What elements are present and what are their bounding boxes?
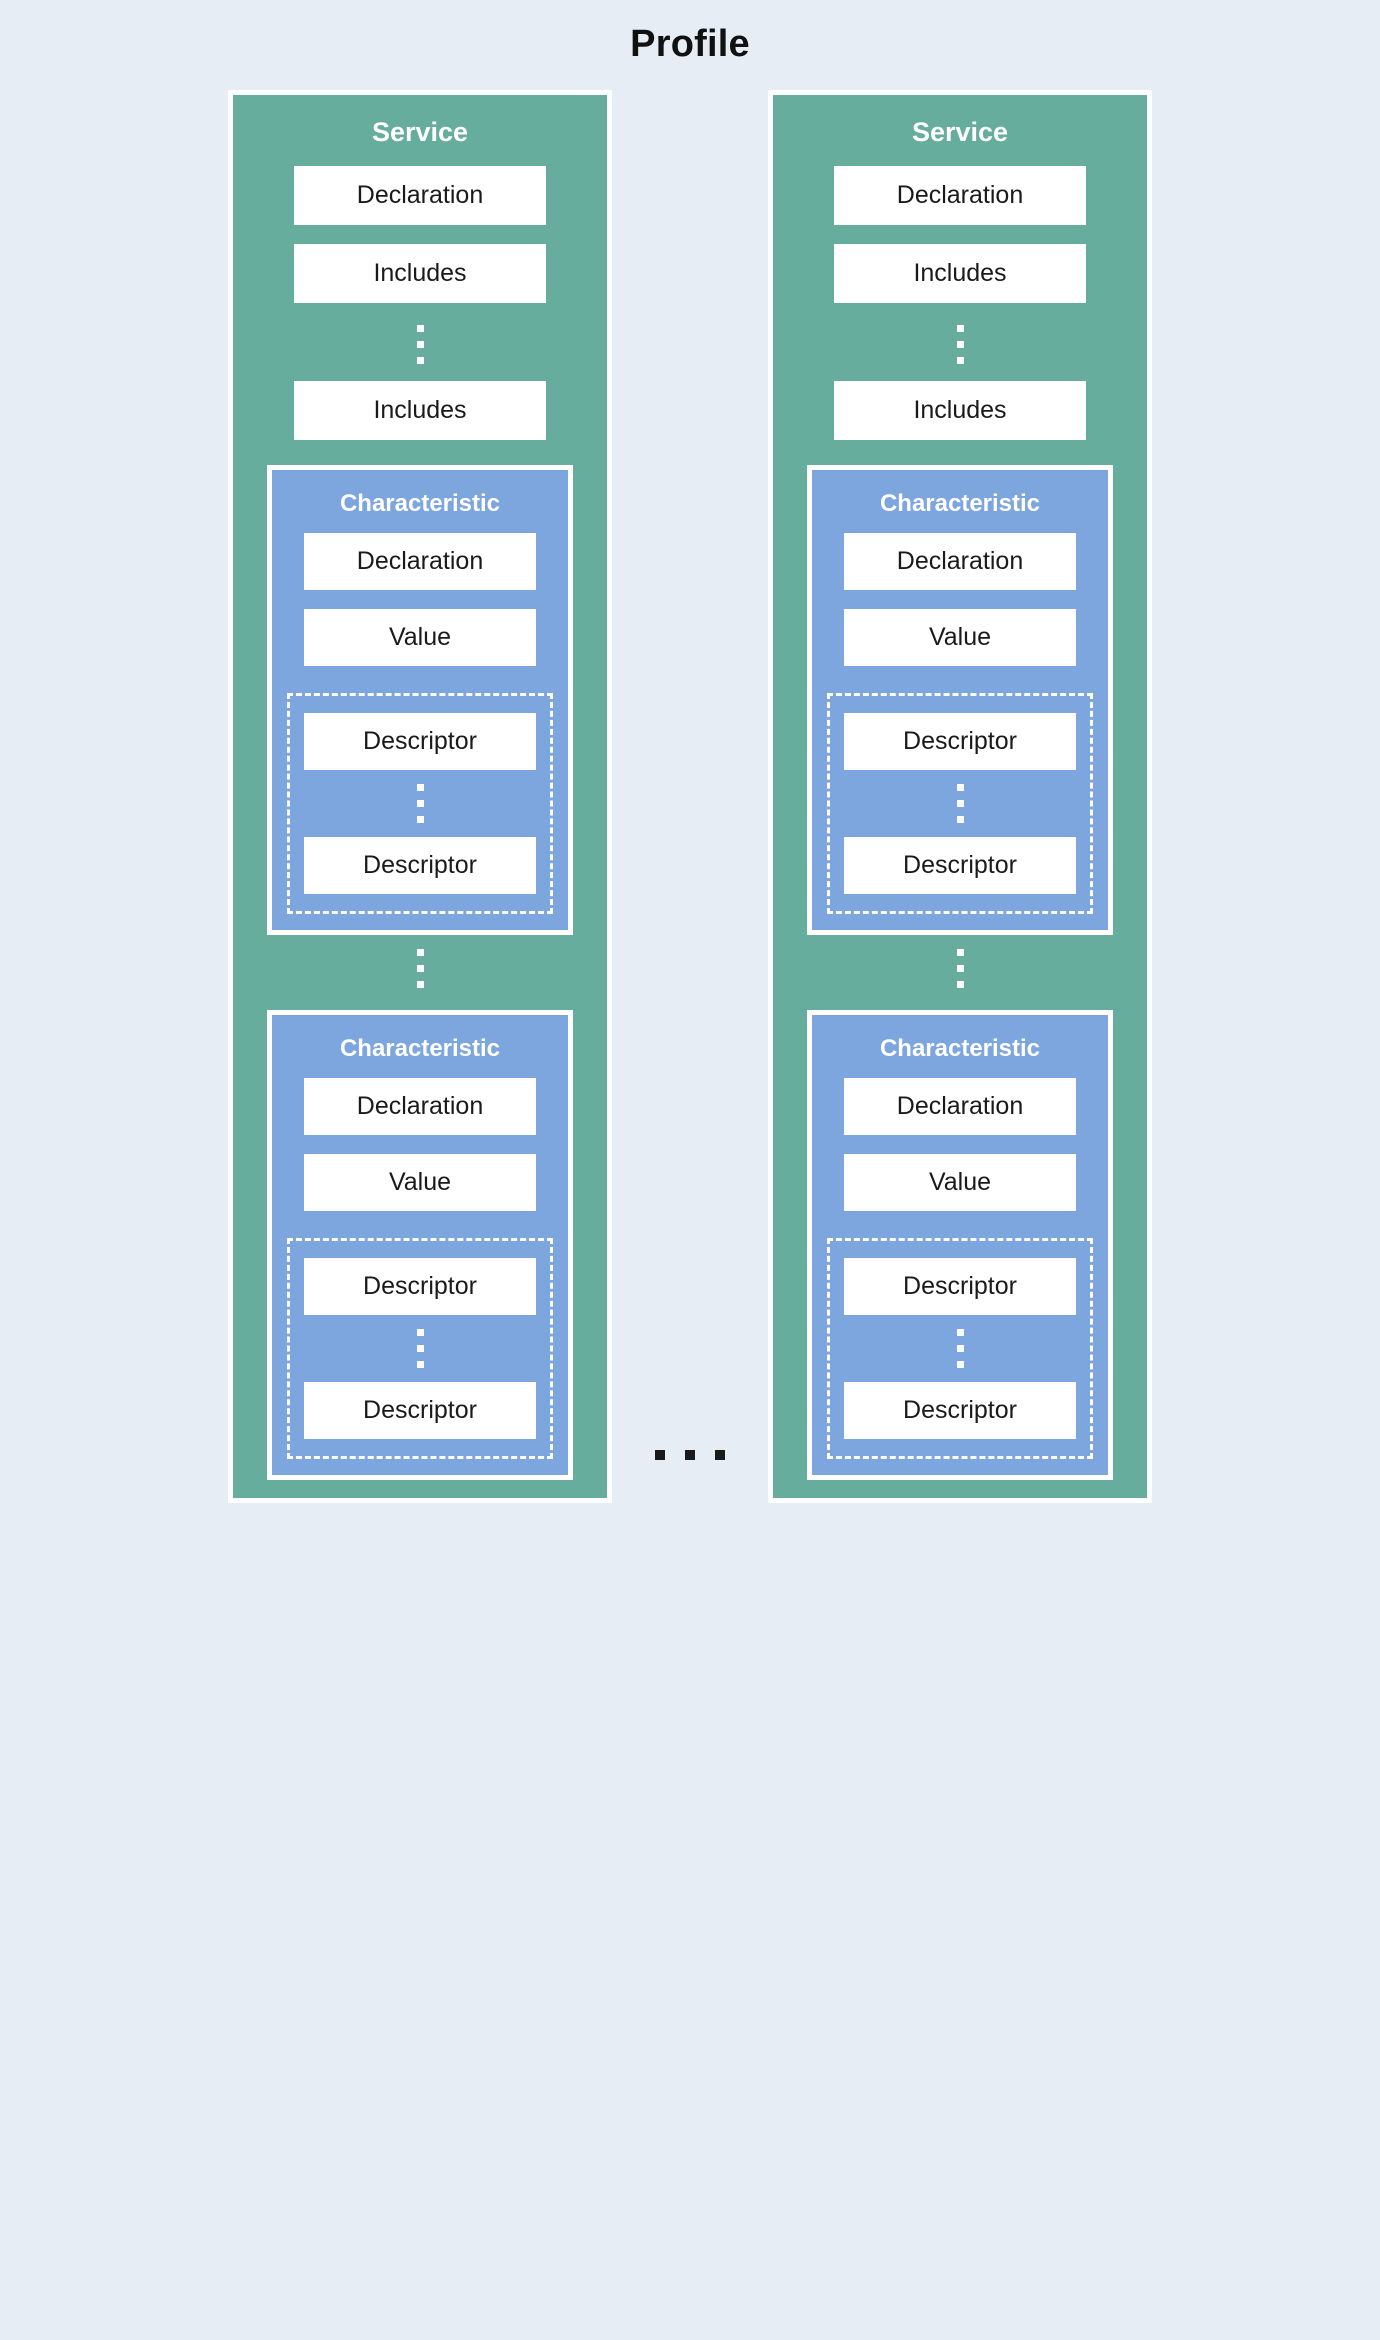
descriptor-group: Descriptor Descriptor xyxy=(287,1237,553,1459)
service-box: Service Declaration Includes Includes Ch… xyxy=(768,89,1152,1503)
characteristic-box: Characteristic Declaration Value Descrip… xyxy=(807,1009,1113,1480)
characteristic-title: Characteristic xyxy=(339,489,501,517)
dot xyxy=(956,340,964,348)
characteristic-title: Characteristic xyxy=(879,489,1041,517)
dot xyxy=(956,980,964,988)
service-title: Service xyxy=(911,116,1009,147)
vertical-ellipsis-icon xyxy=(416,1328,424,1368)
dot xyxy=(416,1328,424,1336)
descriptor-box: Descriptor xyxy=(844,836,1076,894)
descriptor-group: Descriptor Descriptor xyxy=(827,1237,1093,1459)
descriptor-box: Descriptor xyxy=(844,712,1076,770)
service-includes-box: Includes xyxy=(294,243,546,303)
page-title: Profile xyxy=(630,23,750,65)
descriptor-box: Descriptor xyxy=(844,1381,1076,1439)
characteristic-box: Characteristic Declaration Value Descrip… xyxy=(267,1009,573,1480)
dot xyxy=(715,1449,725,1460)
descriptor-group: Descriptor Descriptor xyxy=(827,692,1093,914)
vertical-ellipsis-icon xyxy=(416,783,424,823)
characteristic-declaration-box: Declaration xyxy=(304,532,536,590)
descriptor-box: Descriptor xyxy=(304,712,536,770)
characteristic-box: Characteristic Declaration Value Descrip… xyxy=(267,464,573,935)
characteristic-value-box: Value xyxy=(304,1153,536,1211)
dot xyxy=(416,340,424,348)
dot xyxy=(416,1360,424,1368)
vertical-ellipsis-icon xyxy=(416,948,424,988)
services-row: Service Declaration Includes Includes Ch… xyxy=(0,68,1380,1503)
service-declaration-box: Declaration xyxy=(294,165,546,225)
characteristic-declaration-box: Declaration xyxy=(304,1077,536,1135)
dot xyxy=(416,948,424,956)
dot xyxy=(416,799,424,807)
services-gap xyxy=(612,90,768,1503)
dot xyxy=(416,964,424,972)
characteristic-declaration-box: Declaration xyxy=(844,1077,1076,1135)
characteristic-value-box: Value xyxy=(844,608,1076,666)
characteristic-title: Characteristic xyxy=(879,1034,1041,1062)
vertical-ellipsis-icon xyxy=(416,324,424,364)
dot xyxy=(685,1449,695,1460)
dot xyxy=(956,1328,964,1336)
dot xyxy=(655,1449,665,1460)
characteristic-value-box: Value xyxy=(844,1153,1076,1211)
dot xyxy=(416,783,424,791)
service-includes-box: Includes xyxy=(834,380,1086,440)
dot xyxy=(956,1360,964,1368)
characteristic-value-box: Value xyxy=(304,608,536,666)
dot xyxy=(956,799,964,807)
characteristic-title: Characteristic xyxy=(339,1034,501,1062)
dot xyxy=(956,324,964,332)
vertical-ellipsis-icon xyxy=(956,948,964,988)
dot xyxy=(416,356,424,364)
service-title: Service xyxy=(371,116,469,147)
service-box: Service Declaration Includes Includes Ch… xyxy=(228,89,612,1503)
dot xyxy=(416,815,424,823)
descriptor-box: Descriptor xyxy=(304,1381,536,1439)
service-declaration-box: Declaration xyxy=(834,165,1086,225)
characteristic-declaration-box: Declaration xyxy=(844,532,1076,590)
dot xyxy=(956,815,964,823)
dot xyxy=(416,324,424,332)
descriptor-box: Descriptor xyxy=(304,1257,536,1315)
dot xyxy=(956,948,964,956)
descriptor-box: Descriptor xyxy=(304,836,536,894)
dot xyxy=(416,1344,424,1352)
vertical-ellipsis-icon xyxy=(956,1328,964,1368)
dot xyxy=(416,980,424,988)
dot xyxy=(956,356,964,364)
characteristic-box: Characteristic Declaration Value Descrip… xyxy=(807,464,1113,935)
service-includes-box: Includes xyxy=(294,380,546,440)
horizontal-ellipsis-icon xyxy=(655,1449,725,1460)
dot xyxy=(956,783,964,791)
descriptor-box: Descriptor xyxy=(844,1257,1076,1315)
vertical-ellipsis-icon xyxy=(956,783,964,823)
dot xyxy=(956,1344,964,1352)
service-includes-box: Includes xyxy=(834,243,1086,303)
dot xyxy=(956,964,964,972)
vertical-ellipsis-icon xyxy=(956,324,964,364)
descriptor-group: Descriptor Descriptor xyxy=(287,692,553,914)
